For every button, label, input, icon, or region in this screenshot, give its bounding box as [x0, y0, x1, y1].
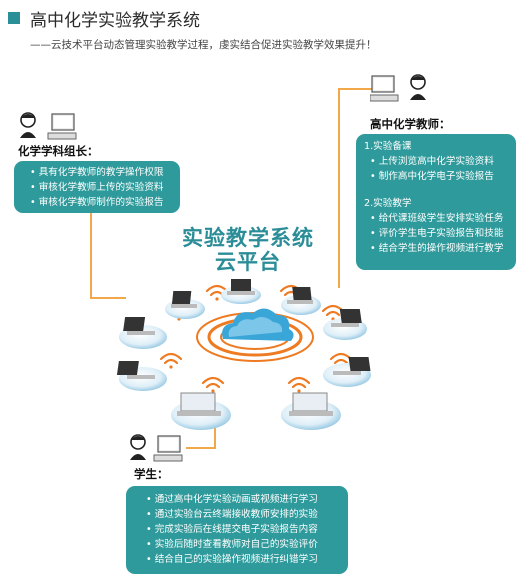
teacher-item: • 上传浏览高中化学实验资料	[370, 156, 494, 167]
teacher-section-heading: 1.实验备课	[364, 141, 412, 152]
teacher-item: • 制作高中化学电子实验报告	[370, 171, 494, 182]
teacher-item: • 结合学生的操作视频进行教学	[370, 243, 504, 254]
laptop-icon	[281, 287, 321, 315]
laptop-icon	[171, 392, 231, 430]
connector-leader-horizontal	[90, 297, 126, 299]
teacher-user-icon	[369, 70, 430, 112]
platform-title-line1: 实验教学系统	[182, 226, 314, 250]
cloud-icon	[196, 308, 314, 362]
leader-panel: • 具有化学教师的教学操作权限 • 审核化学教师上传的实验资料 • 审核化学教师…	[14, 161, 180, 213]
student-item: • 结合自己的实验操作视频进行纠错学习	[146, 554, 318, 565]
page-title: 高中化学实验教学系统	[30, 11, 200, 31]
connector-teacher-horizontal	[338, 88, 372, 90]
laptop-icon	[165, 291, 205, 319]
student-item: • 完成实验后在线提交电子实验报告内容	[146, 524, 318, 535]
laptop-icon	[116, 361, 167, 391]
laptop-icon	[323, 309, 367, 340]
leader-item: • 具有化学教师的教学操作权限	[30, 167, 164, 178]
network-illustration	[116, 279, 371, 430]
page-subtitle: ——云技术平台动态管理实验教学过程，虔实结合促进实验教学效果提升！	[30, 39, 377, 51]
student-user-icon	[128, 430, 188, 472]
connector-teacher-vertical	[338, 88, 340, 288]
connector-leader-vertical	[90, 213, 92, 298]
student-item: • 实验后随时查看教师对自己的实验评价	[146, 539, 318, 550]
wifi-icon	[287, 376, 311, 393]
student-item: • 通过实验台云终端接收教师安排的实验	[146, 509, 318, 520]
title-marker	[8, 12, 20, 24]
wifi-icon	[159, 352, 183, 369]
laptop-icon	[323, 357, 371, 387]
teacher-panel: 1.实验备课 • 上传浏览高中化学实验资料 • 制作高中化学电子实验报告 2.实…	[356, 134, 516, 270]
leader-item: • 审核化学教师制作的实验报告	[30, 197, 164, 208]
leader-item: • 审核化学教师上传的实验资料	[30, 182, 164, 193]
student-panel: • 通过高中化学实验动画或视频进行学习 • 通过实验台云终端接收教师安排的实验 …	[126, 486, 348, 574]
connector-student-vertical	[214, 420, 216, 449]
teacher-item: • 评价学生电子实验报告和技能	[370, 228, 504, 239]
laptop-icon	[119, 317, 167, 349]
laptop-icon	[221, 279, 261, 304]
leader-label: 化学学科组长：	[18, 144, 99, 158]
student-item: • 通过高中化学实验动画或视频进行学习	[146, 494, 318, 505]
student-label: 学生：	[134, 467, 169, 481]
teacher-label: 高中化学教师：	[370, 117, 451, 131]
platform-title-line2: 云平台	[215, 250, 281, 274]
laptop-icon	[281, 392, 341, 430]
wifi-icon	[201, 376, 225, 393]
connector-student-horizontal	[186, 447, 216, 449]
teacher-section-heading: 2.实验教学	[364, 198, 412, 209]
leader-user-icon	[18, 108, 78, 150]
teacher-item: • 给代课班级学生安排实验任务	[370, 213, 504, 224]
